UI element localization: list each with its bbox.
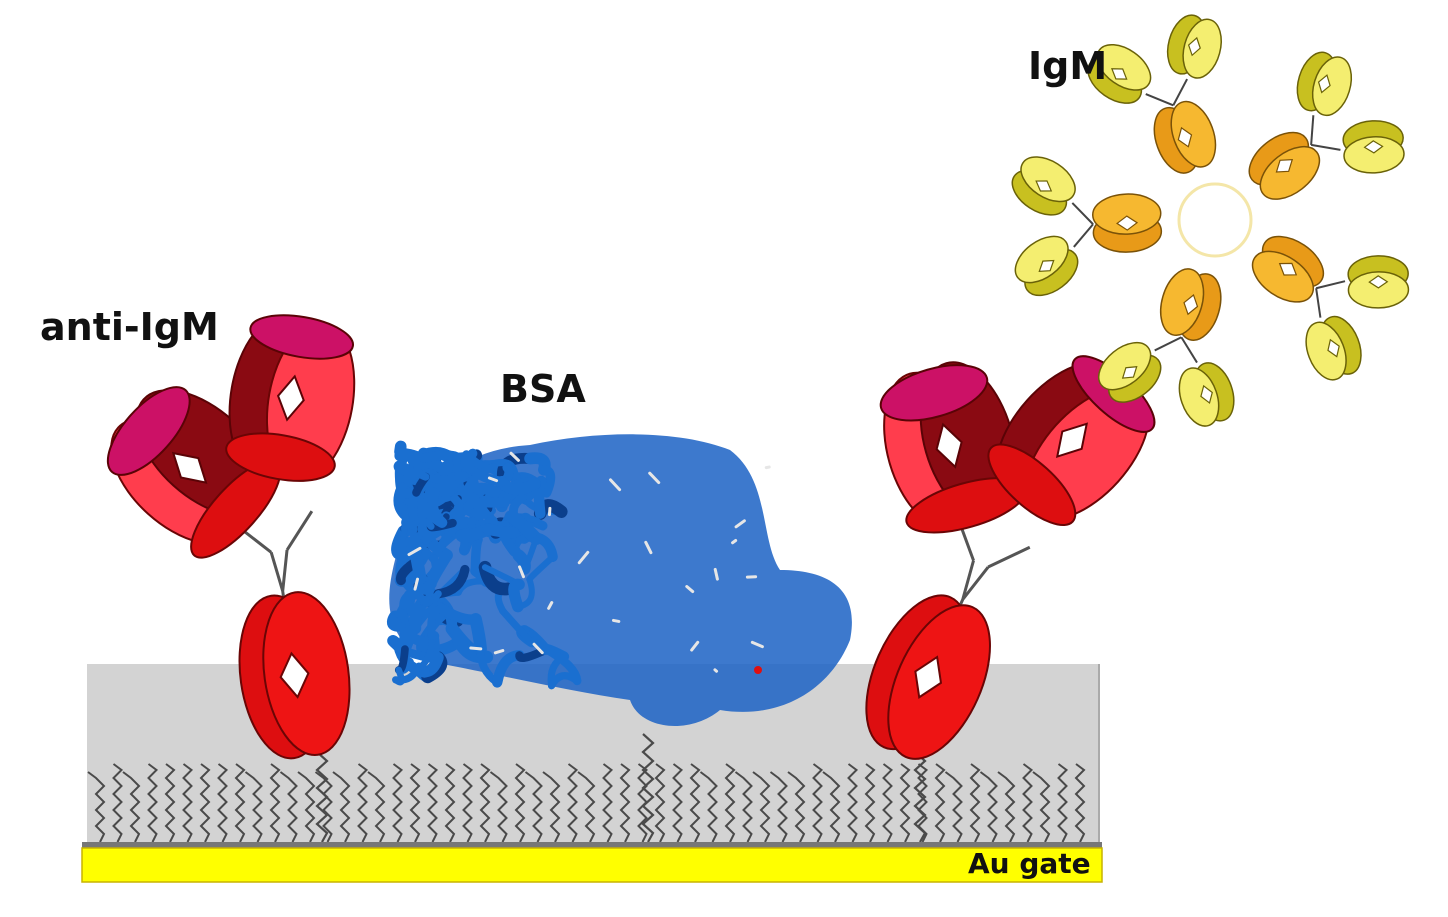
au-gate-bar	[81, 847, 1103, 883]
alkyl-chain-layer	[87, 763, 1086, 843]
anti-igm-label: anti-IgM	[40, 305, 219, 349]
au-gate-label: Au gate	[968, 847, 1091, 880]
gate-surface-line	[82, 842, 1102, 848]
bsa-protein	[387, 434, 852, 727]
igm-pentamer	[1003, 0, 1433, 443]
igm-label: IgM	[1028, 44, 1108, 88]
bsa-label: BSA	[500, 367, 586, 411]
